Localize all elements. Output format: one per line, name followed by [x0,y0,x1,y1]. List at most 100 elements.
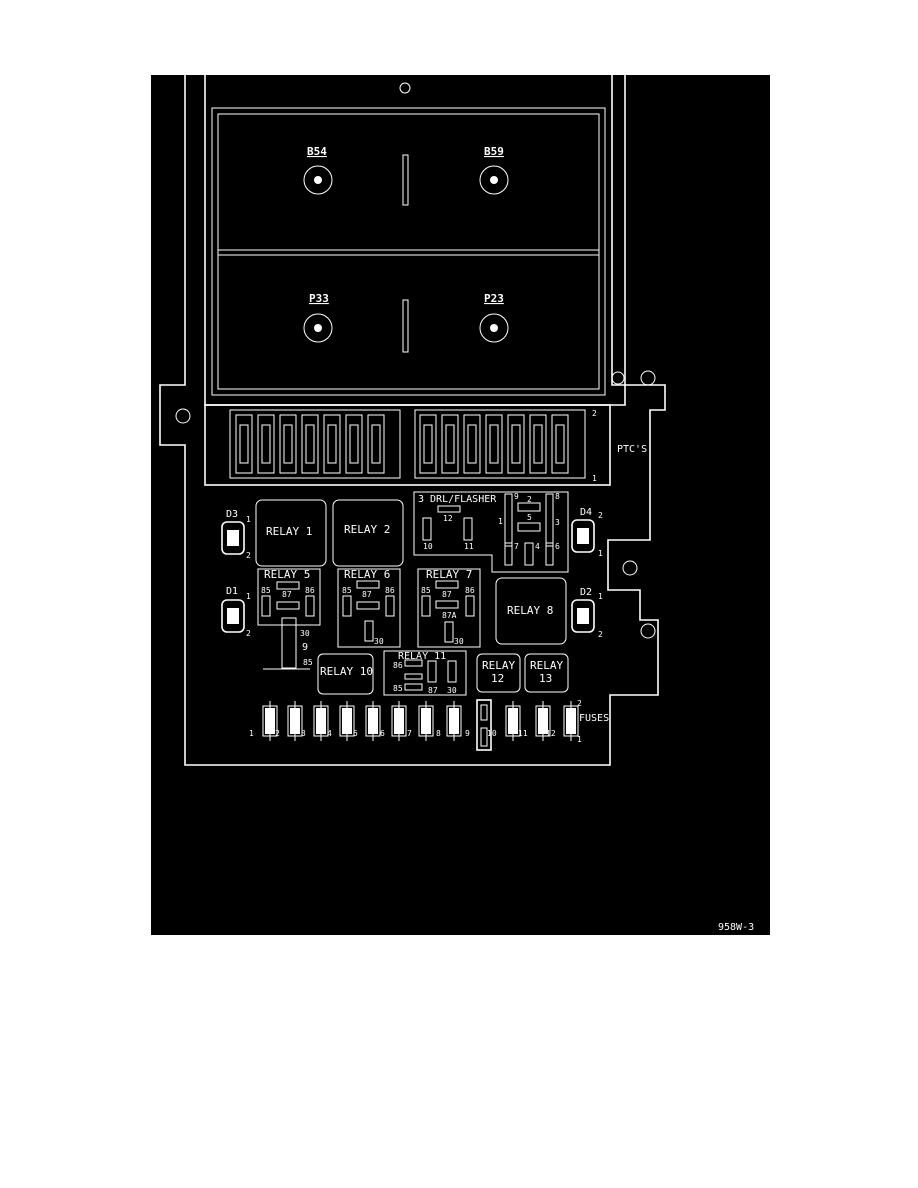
drl-pin-1: 1 [498,517,503,526]
drl-pin-2: 2 [527,495,532,504]
fuse-6 [391,701,407,741]
d3-label: D3 [226,509,238,520]
d3-pin-1: 1 [246,515,251,524]
housing-outline [159,75,666,766]
connector-p23 [479,313,509,343]
fuse-4 [339,701,355,741]
relay-13-label: RELAY [530,659,563,672]
relay-13 [524,653,569,693]
relay-1-label: RELAY 1 [266,525,312,538]
diode-d3 [221,521,245,555]
relay-5-85b: 85 [303,658,313,667]
ptc-cell [235,414,253,474]
d4-pin-1: 1 [598,549,603,558]
drl-pin-10: 10 [423,542,433,551]
ptc-cell [485,414,503,474]
d1-pin-1: 1 [246,592,251,601]
connector-b54 [303,165,333,195]
relay-8-label: RELAY 8 [507,604,553,617]
relay-12-number: 12 [491,672,504,685]
drl-pin-8: 8 [555,492,560,501]
d1-pin-2: 2 [246,629,251,638]
fuse-number: 2 [275,729,280,738]
ptc-cell [345,414,363,474]
diode-d1 [221,599,245,633]
relay-7-87a: 87A [442,611,457,620]
relay-11-86: 86 [393,661,403,670]
d1-label: D1 [226,586,238,597]
drl-pin-5: 5 [527,513,532,522]
fuse-number: 6 [380,729,385,738]
ptc-cell [367,414,385,474]
fuse-5 [365,701,381,741]
ptc-cell [301,414,319,474]
fuse-3 [313,701,329,741]
diode-d4 [571,519,595,553]
relay-12-label: RELAY [482,659,515,672]
fuse-11 [535,701,551,741]
relay-5-86: 86 [305,586,315,595]
relay-7-30: 30 [454,637,464,646]
ptc-cell [529,414,547,474]
relay-1 [255,499,327,567]
relay-5-30: 30 [300,629,310,638]
relay-7 [417,568,481,648]
relay-10-label: RELAY 10 [320,665,373,678]
relay-5-87: 87 [282,590,292,599]
relay-6 [337,568,401,648]
diode-d2 [571,599,595,633]
fuse-number: 3 [301,729,306,738]
fuse-number: 4 [327,729,332,738]
ptc-cell [463,414,481,474]
fuse-10 [505,701,521,741]
relay-11-label: RELAY 11 [398,651,446,662]
d4-pin-2: 2 [598,511,603,520]
ptc-cell [419,414,437,474]
fuse-number: 5 [353,729,358,738]
drl-pin-4: 4 [535,542,540,551]
drl-pin-7: 7 [514,542,519,551]
relay-11 [383,650,467,696]
drl-pin-12: 12 [443,514,453,523]
fuse-number: 7 [407,729,412,738]
relay-12 [476,653,521,693]
drl-flasher-label: 3 DRL/FLASHER [418,494,497,505]
fuse-7 [418,701,434,741]
relay-11-30: 30 [447,686,457,695]
fuses-pin-1: 1 [577,735,582,744]
fuse-number: 12 [546,729,556,738]
relay-7-85: 85 [421,586,431,595]
drl-flasher-module [413,491,569,573]
fuse-number: 8 [436,729,441,738]
relay-6-85: 85 [342,586,352,595]
d2-label: D2 [580,587,592,598]
label-b54: B54 [307,145,327,158]
ptc-cell [257,414,275,474]
relay-11-87: 87 [428,686,438,695]
relay-7-86: 86 [465,586,475,595]
ptc-cell [507,414,525,474]
relay-7-87: 87 [442,590,452,599]
connector-b59 [479,165,509,195]
ptc-pin-2: 2 [592,409,597,418]
fuse-9 [476,699,492,751]
drl-pin-11: 11 [464,542,474,551]
d2-pin-1: 1 [598,592,603,601]
fuse-number: 10 [487,729,497,738]
label-p23: P23 [484,292,504,305]
relay-5 [257,568,321,670]
relay-2-label: RELAY 2 [344,523,390,536]
ptc-cell [323,414,341,474]
relay-6-30: 30 [374,637,384,646]
relay-13-number: 13 [539,672,552,685]
fuse-8 [446,701,462,741]
ptc-label: PTC'S [617,444,647,455]
fuse-number: 11 [518,729,528,738]
ptc-cell [441,414,459,474]
label-b59: B59 [484,145,504,158]
fuse-number: 9 [465,729,470,738]
relay-6-label: RELAY 6 [344,568,390,581]
d4-label: D4 [580,507,592,518]
